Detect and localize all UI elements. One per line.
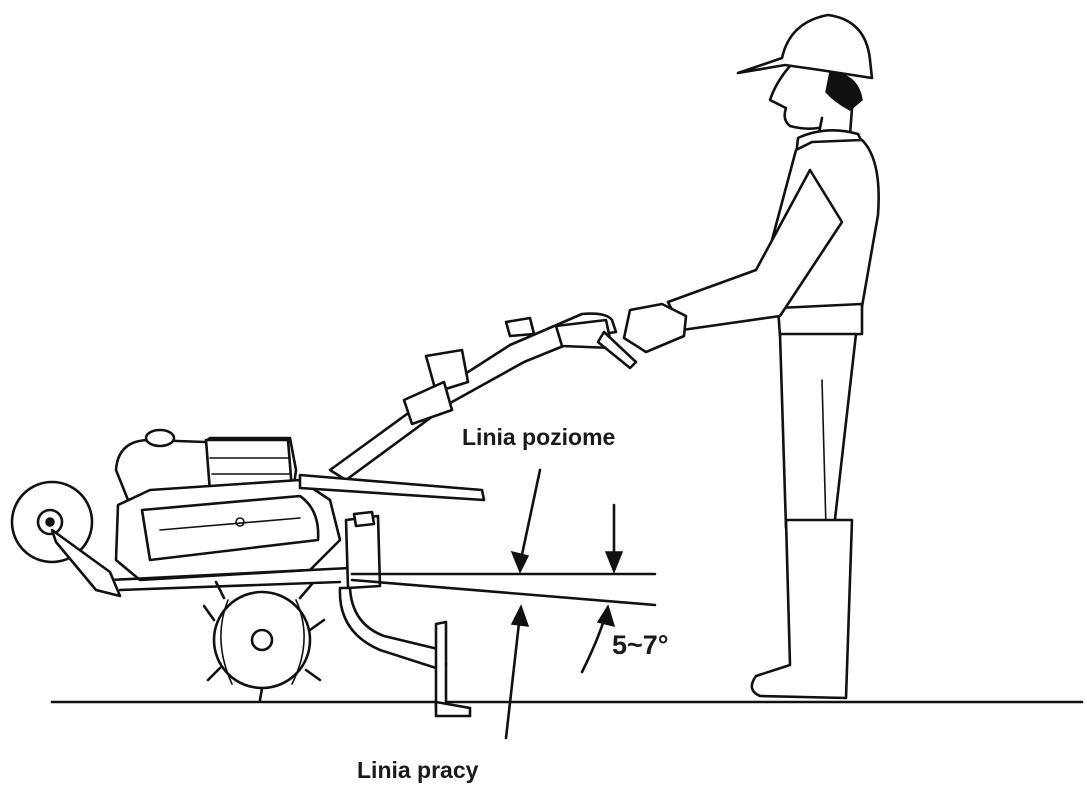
drag-bar bbox=[338, 586, 448, 670]
operator-figure bbox=[622, 13, 880, 700]
operator-cap bbox=[736, 13, 874, 80]
arrow-horizontal-line bbox=[510, 550, 530, 574]
arrow-angle-top bbox=[604, 551, 624, 575]
horizontal-line-label: Linia poziome bbox=[462, 424, 616, 450]
angle-label: 5~7° bbox=[612, 630, 669, 660]
tiller-machine bbox=[10, 312, 638, 718]
working-line bbox=[350, 578, 657, 607]
arrow-working-line bbox=[510, 604, 530, 627]
working-line-label: Linia pracy bbox=[357, 757, 479, 783]
arrow-angle-bottom bbox=[596, 604, 616, 628]
tiller-handlebar bbox=[328, 312, 618, 482]
